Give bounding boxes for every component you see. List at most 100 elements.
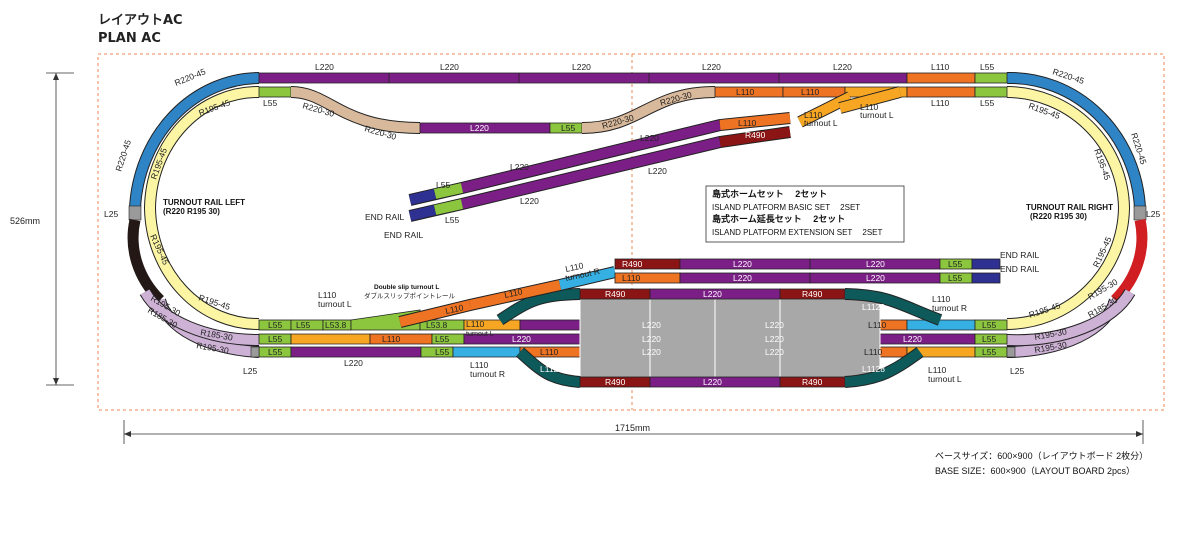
width-dimension-label: 1715mm (615, 423, 651, 433)
label-r490: R490 (605, 377, 626, 387)
label-l55: L55 (268, 347, 282, 357)
label-l25: L25 (1146, 209, 1160, 219)
label-l220: L220 (315, 62, 334, 72)
end-rail-right-lower (971, 272, 1001, 284)
legend-line-4: ISLAND PLATFORM EXTENSION SET 2SET (712, 228, 883, 237)
label-double-slip-jp: ダブルスリップポイントレール (364, 291, 456, 300)
end-rail-lower (408, 205, 437, 221)
track-r220-30-s-left (290, 87, 421, 133)
label-l110: L110 (470, 360, 489, 370)
label-l220: L220 (733, 259, 752, 269)
label-turnout-rail-right: TURNOUT RAIL RIGHT (1026, 203, 1113, 212)
label-turnout-l: turnout L (466, 331, 494, 338)
label-l55: L55 (435, 334, 449, 344)
track-r220-30-s-right (581, 87, 716, 133)
label-l220: L220 (765, 347, 784, 357)
label-l110: L110 (864, 347, 883, 357)
label-r490: R490 (802, 377, 823, 387)
label-r220-45: R220-45 (173, 66, 207, 88)
label-l110: L110 (931, 62, 950, 72)
legend-box (705, 185, 905, 243)
label-r490: R490 (622, 259, 643, 269)
end-rail-right-upper (971, 258, 1001, 270)
track-r185-30-left-b (140, 289, 260, 346)
label-l220: L220 (642, 347, 661, 357)
label-l220: L220 (520, 196, 539, 206)
label-l55: L55 (445, 215, 459, 225)
label-turnout-rail-left-spec: (R220 R195 30) (163, 207, 220, 216)
track-r185-30-right-b (1006, 289, 1135, 346)
island-platform (579, 297, 881, 379)
label-l55: L55 (980, 98, 994, 108)
label-l220: L220 (510, 162, 529, 172)
label-l220: L220 (640, 133, 659, 143)
siding-upper-l220 (460, 120, 722, 193)
label-l55: L55 (948, 273, 962, 283)
label-l110: L110 (318, 290, 337, 300)
label-l220: L220 (648, 166, 667, 176)
label-l55: L55 (263, 98, 277, 108)
title-jp: レイアウトAC (98, 13, 183, 28)
label-turnout-l: turnout L (804, 118, 838, 128)
legend-line-2: ISLAND PLATFORM BASIC SET 2SET (712, 203, 861, 212)
label-l220: L220 (866, 273, 885, 283)
label-l55: L55 (436, 180, 450, 190)
track-r220-45-left-outer (130, 73, 260, 209)
label-l55: L55 (982, 347, 996, 357)
turnout-rail-left (127, 218, 164, 304)
label-l55: L55 (980, 62, 994, 72)
label-l55: L55 (435, 347, 449, 357)
label-l110: L110 (503, 286, 523, 300)
platform-lower-track (515, 347, 924, 388)
label-l25: L25 (1010, 366, 1024, 376)
label-end-rail: END RAIL (1000, 264, 1039, 274)
label-l110: L110 (932, 294, 951, 304)
track-r195-45-left-inner (144, 86, 260, 330)
label-l55: L55 (561, 123, 575, 133)
label-l55: L55 (982, 334, 996, 344)
label-l110: L110 (738, 118, 757, 128)
label-r490: R490 (802, 289, 823, 299)
label-l220: L220 (765, 334, 784, 344)
label-l220: L220 (572, 62, 591, 72)
track-l25-right (1133, 205, 1147, 221)
label-l110: L110 (860, 102, 879, 112)
label-l110: L110 (622, 273, 641, 283)
label-l110: L110 (564, 260, 584, 274)
siding-lower-l220 (460, 137, 722, 209)
label-l220: L220 (344, 358, 363, 368)
label-l220: L220 (470, 123, 489, 133)
diagonal-sidings (408, 86, 902, 222)
track-labels: L220 L220 L220 L220 L220 L110 L55 R220-4… (104, 62, 1160, 387)
label-l220: L220 (833, 62, 852, 72)
label-l53-8: L53.8 (325, 320, 347, 330)
label-turnout-l: turnout L (860, 110, 894, 120)
top-outer-straight (258, 72, 1008, 84)
label-l220: L220 (703, 377, 722, 387)
label-l55: L55 (268, 334, 282, 344)
track-r220-45-right-outer (1006, 72, 1145, 209)
label-l1128: L1128 (862, 302, 885, 312)
label-l220: L220 (702, 62, 721, 72)
label-turnout-r: turnout R (932, 303, 967, 313)
label-l110: L110 (382, 334, 401, 344)
label-r490: R490 (745, 130, 766, 140)
turnout-l-top-branch (797, 92, 853, 127)
platform-upper-track (496, 288, 943, 326)
track-l25-left (128, 205, 142, 221)
label-l1128: L1128 (862, 364, 885, 374)
title-en: PLAN AC (98, 31, 161, 46)
label-l220: L220 (642, 320, 661, 330)
right-sidings (398, 258, 1001, 328)
turnout-rail-right (1111, 218, 1148, 304)
label-l220: L220 (903, 334, 922, 344)
label-l110: L110 (444, 302, 464, 316)
legend-line-1: 島式ホームセット 2セット (712, 189, 828, 199)
height-dimension-label: 526mm (10, 216, 41, 226)
label-l220: L220 (512, 334, 531, 344)
legend-line-3: 島式ホーム延長セット 2セット (712, 214, 846, 224)
label-l220: L220 (866, 259, 885, 269)
label-l53-8: L53.8 (426, 320, 448, 330)
label-turnout-r: turnout R (470, 369, 505, 379)
